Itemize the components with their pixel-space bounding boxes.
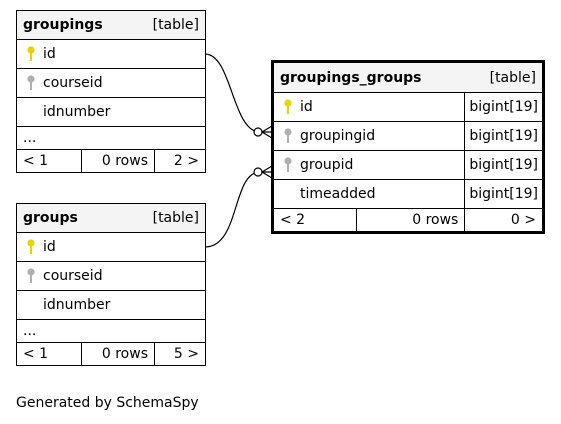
- row-count: 0 rows: [81, 149, 155, 173]
- column-name: idnumber: [43, 104, 111, 120]
- column-name: groupid: [300, 157, 354, 173]
- table-kind: [table]: [489, 69, 536, 86]
- foreign-key-icon: [23, 267, 39, 285]
- primary-key-icon: [23, 238, 39, 256]
- foreign-key-icon: [280, 156, 296, 174]
- table-groups[interactable]: groups [table] id courseid idnumber ... …: [16, 203, 206, 366]
- column-name: id: [43, 239, 56, 255]
- table-name: groupings_groups: [280, 69, 422, 86]
- column-row[interactable]: timeadded bigint[19]: [272, 179, 543, 209]
- crowfoot-groupid: [261, 165, 273, 179]
- column-name: courseid: [43, 75, 103, 91]
- column-name: id: [43, 46, 56, 62]
- table-groupings[interactable]: groupings [table] id courseid idnumber .…: [16, 10, 206, 173]
- children-count: 5 >: [154, 342, 206, 366]
- table-kind: [table]: [152, 210, 199, 226]
- column-type: bigint[19]: [464, 179, 543, 209]
- crowfoot-groupingid: [261, 125, 273, 139]
- primary-key-icon: [23, 45, 39, 63]
- parents-count: < 2: [273, 208, 357, 232]
- column-type: bigint[19]: [464, 92, 543, 122]
- table-name: groupings: [23, 17, 103, 33]
- column-name: id: [300, 99, 313, 115]
- column-row[interactable]: idnumber: [16, 97, 206, 127]
- column-row[interactable]: idnumber: [16, 290, 206, 320]
- link-end-circle-groupid: [253, 167, 263, 177]
- column-name: groupingid: [300, 128, 376, 144]
- link-end-circle-groupingid: [253, 127, 263, 137]
- column-name: courseid: [43, 268, 103, 284]
- table-name: groups: [23, 210, 78, 226]
- link-groups-to-groupings-groups: [204, 171, 261, 248]
- table-kind: [table]: [152, 17, 199, 33]
- more-columns: ...: [16, 126, 206, 150]
- children-count: 0 >: [464, 208, 543, 232]
- column-row[interactable]: id: [16, 39, 206, 69]
- foreign-key-icon: [23, 74, 39, 92]
- more-columns: ...: [16, 319, 206, 343]
- link-groupings-to-groupings-groups: [204, 53, 261, 133]
- column-type: bigint[19]: [464, 121, 543, 151]
- row-count: 0 rows: [355, 208, 466, 232]
- parents-count: < 1: [16, 342, 82, 366]
- row-count: 0 rows: [81, 342, 155, 366]
- column-row[interactable]: id: [16, 232, 206, 262]
- column-row[interactable]: courseid: [16, 68, 206, 98]
- column-row[interactable]: groupid bigint[19]: [272, 150, 543, 180]
- parents-count: < 1: [16, 149, 82, 173]
- column-type: bigint[19]: [464, 150, 543, 180]
- column-row[interactable]: id bigint[19]: [272, 92, 543, 122]
- column-name: timeadded: [300, 186, 376, 202]
- column-name: idnumber: [43, 297, 111, 313]
- children-count: 2 >: [154, 149, 206, 173]
- generated-by-label: Generated by SchemaSpy: [16, 395, 199, 411]
- column-row[interactable]: groupingid bigint[19]: [272, 121, 543, 151]
- table-groupings-groups[interactable]: groupings_groups [table] id bigint[19] g…: [271, 60, 545, 234]
- foreign-key-icon: [280, 127, 296, 145]
- column-row[interactable]: courseid: [16, 261, 206, 291]
- primary-key-icon: [280, 98, 296, 116]
